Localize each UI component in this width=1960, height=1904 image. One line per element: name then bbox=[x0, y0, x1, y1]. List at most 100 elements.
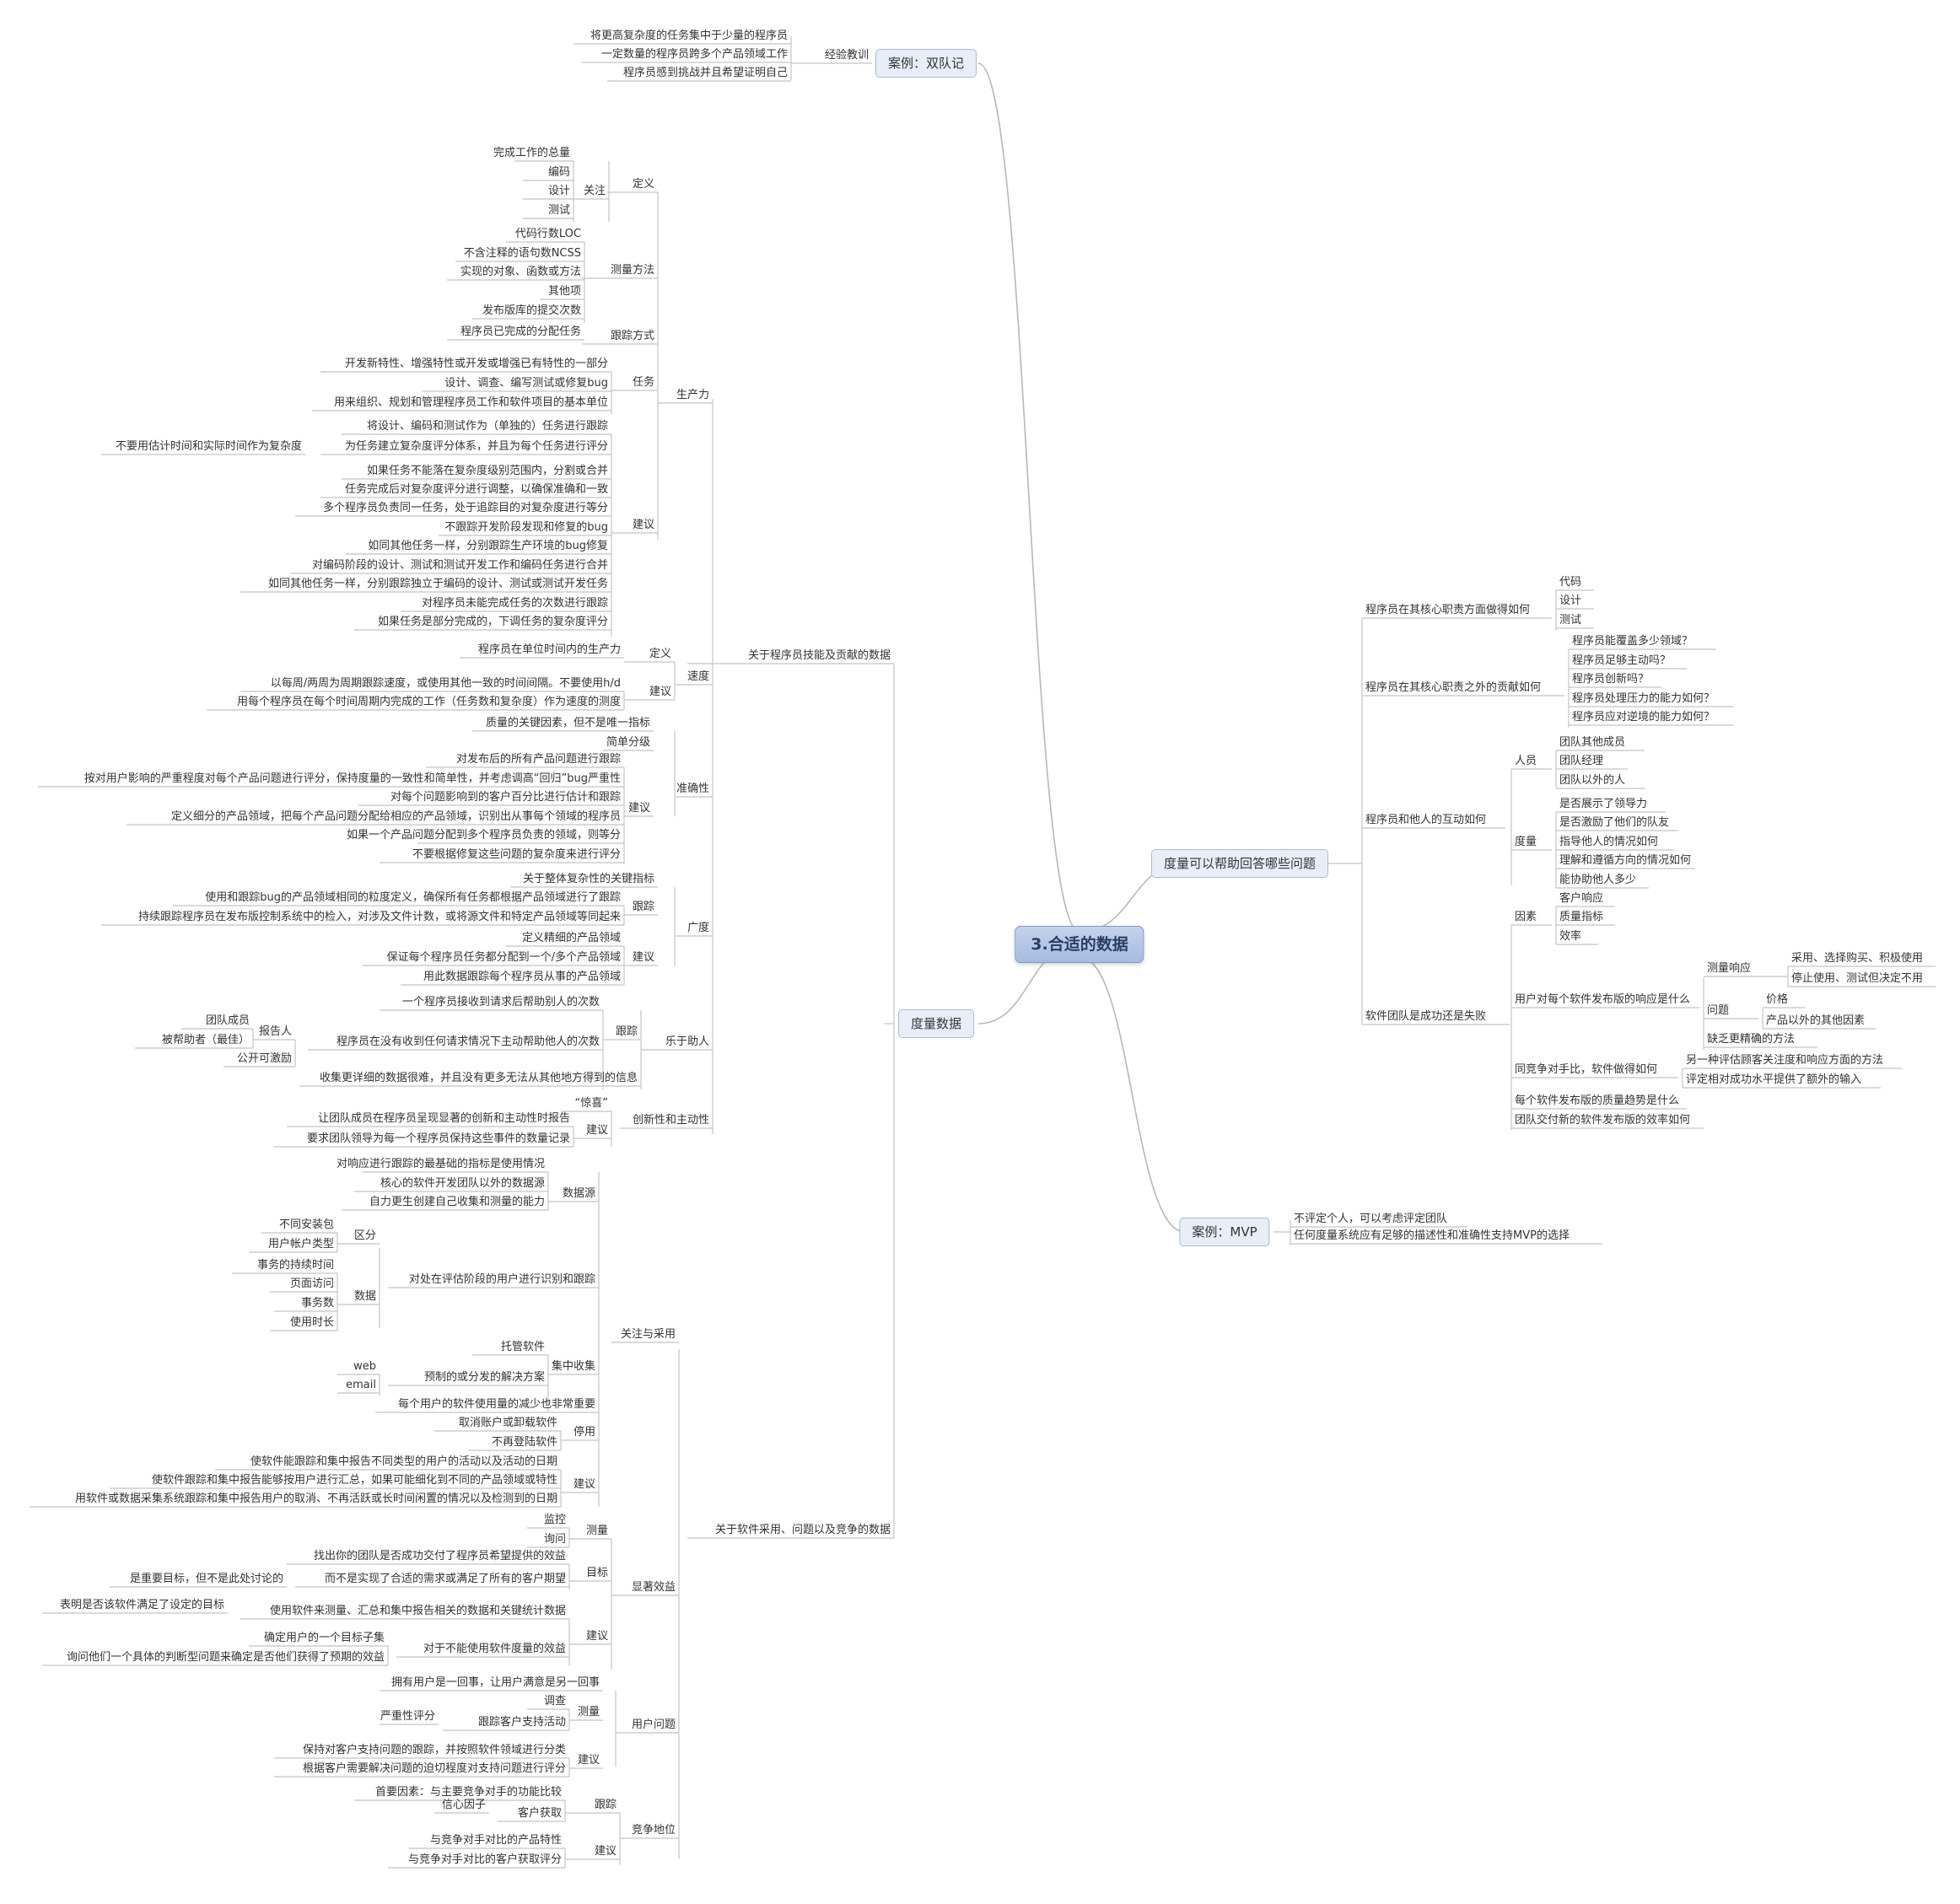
node-label: 是否展示了领导力 bbox=[1559, 798, 1648, 810]
node-label: 如果一个产品问题分配到多个程序员负责的领域，则等分 bbox=[346, 829, 621, 842]
node-label: 不要根据修复这些问题的复杂度来进行评分 bbox=[412, 848, 621, 861]
node-label: 测量响应 bbox=[1707, 962, 1752, 975]
accuracy-node: 准确性 bbox=[676, 783, 709, 795]
node-label: 不同安装包 bbox=[278, 1218, 334, 1231]
node-label: 与竞争对手对比的产品特性 bbox=[429, 1834, 562, 1847]
question-team-success: 软件团队是成功还是失败 bbox=[1365, 1010, 1487, 1023]
node-label: 对处在评估阶段的用户进行识别和跟踪 bbox=[408, 1273, 595, 1286]
node-label: 以每周/两周为周期跟踪速度，或使用其他一致的时间间隔。不要使用h/d bbox=[270, 677, 621, 690]
node-label: 问题 bbox=[1707, 1004, 1730, 1017]
node-label: 是重要目标，但不是此处讨论的 bbox=[129, 1573, 283, 1585]
node-label: 不跟踪开发阶段发现和修复的bug bbox=[444, 521, 608, 534]
node-label: 对每个问题影响到的客户百分比进行估计和跟踪 bbox=[390, 791, 621, 804]
node-label: 建议 bbox=[577, 1754, 600, 1767]
node-label: 团队其他成员 bbox=[1559, 736, 1626, 749]
node-label: 取消账户或卸载软件 bbox=[458, 1417, 557, 1429]
node-label: 测试 bbox=[1559, 614, 1582, 627]
node-label: 按对用户影响的严重程度对每个产品问题进行评分，保持度量的一致性和简单性，并考虑调… bbox=[83, 772, 621, 785]
node-label: 公开可激励 bbox=[236, 1052, 292, 1065]
topic-case-double-team[interactable]: 案例：双队记 bbox=[875, 49, 977, 78]
node-label: 严重性评分 bbox=[380, 1710, 435, 1723]
node-label: 质量的关键因素，但不是唯一指标 bbox=[485, 717, 650, 729]
significant-benefit-node: 显著效益 bbox=[631, 1581, 676, 1594]
node-label: 程序员处理压力的能力如何？ bbox=[1572, 692, 1715, 705]
node-label: 要求团队领导为每一个程序员保持这些事件的数量记录 bbox=[306, 1132, 570, 1145]
node-label: 使用时长 bbox=[289, 1316, 334, 1329]
node-label: 测量方法 bbox=[610, 264, 654, 277]
helping-others-node: 乐于助人 bbox=[665, 1035, 709, 1048]
node-label: 建议 bbox=[585, 1630, 608, 1643]
node-label: 关于整体复杂性的关键指标 bbox=[522, 873, 654, 885]
node-label: 团队以外的人 bbox=[1559, 774, 1626, 787]
question-beyond-core: 程序员在其核心职责之外的贡献如何 bbox=[1365, 681, 1542, 694]
node-label: 不要用估计时间和实际时间作为复杂度 bbox=[115, 440, 302, 453]
node-label: 对编码阶段的设计、测试和测试开发工作和编码任务进行合并 bbox=[311, 559, 608, 572]
topic-case-mvp[interactable]: 案例：MVP bbox=[1179, 1218, 1270, 1246]
node-label: 设计、调查、编写测试或修复bug bbox=[444, 377, 608, 390]
node-label: 如果任务是部分完成的，下调任务的复杂度评分 bbox=[377, 616, 608, 628]
node-label: 用户对每个软件发布版的响应是什么 bbox=[1515, 993, 1691, 1006]
node-label: 简单分级 bbox=[606, 736, 650, 749]
node-label: 集中收集 bbox=[551, 1360, 595, 1373]
node-label: 用此数据跟踪每个程序员从事的产品领域 bbox=[423, 971, 621, 983]
skills-data-branch: 关于程序员技能及贡献的数据 bbox=[747, 649, 891, 662]
node-label: 自力更生创建自己收集和测量的能力 bbox=[369, 1196, 545, 1208]
node-label: 定义 bbox=[632, 178, 654, 191]
node-label: 任务完成后对复杂度评分进行调整，以确保准确和一致 bbox=[344, 483, 608, 496]
node-label: 测量 bbox=[577, 1706, 600, 1718]
node-label: 使软件跟踪和集中报告能够按用户进行汇总，如果可能细化到不同的产品领域或特性 bbox=[151, 1474, 557, 1487]
central-topic[interactable]: 3.合适的数据 bbox=[1015, 926, 1144, 963]
node-label: 每个软件发布版的质量趋势是什么 bbox=[1515, 1095, 1680, 1107]
node-label: 设计 bbox=[547, 185, 570, 197]
node-label: “惊喜” bbox=[574, 1097, 608, 1110]
node-label: 任务 bbox=[632, 376, 654, 389]
node-label: 目标 bbox=[585, 1567, 608, 1579]
node-label: 测试 bbox=[547, 204, 570, 217]
node-label: 客户响应 bbox=[1559, 892, 1604, 905]
node-label: 定义细分的产品领域，把每个产品问题分配给相应的产品领域，识别出从事每个领域的程序… bbox=[170, 810, 621, 823]
breadth-node: 广度 bbox=[687, 922, 709, 934]
node-label: 多个程序员负责同一任务，处于追踪目的对复杂度进行等分 bbox=[322, 502, 608, 514]
node-label: 定义 bbox=[649, 648, 671, 660]
node-label: 采用、选择购买、积极使用 bbox=[1791, 952, 1924, 965]
node-label: 质量指标 bbox=[1559, 911, 1604, 923]
node-label: 程序员在没有收到任何请求情况下主动帮助他人的次数 bbox=[336, 1035, 600, 1048]
node-label: 关注 bbox=[583, 185, 606, 197]
node-label: 程序员已完成的分配任务 bbox=[460, 325, 581, 338]
node-label: 发布版库的提交次数 bbox=[482, 304, 581, 317]
node-label: web bbox=[353, 1360, 376, 1373]
node-label: 报告人 bbox=[258, 1025, 292, 1038]
node-label: 不含注释的语句数NCSS bbox=[463, 247, 581, 260]
node-label: email bbox=[346, 1379, 376, 1391]
node-label: 根据客户需要解决问题的迫切程度对支持问题进行评分 bbox=[302, 1762, 566, 1775]
node-label: 指导他人的情况如何 bbox=[1559, 836, 1659, 848]
node-label: 缺乏更精确的方法 bbox=[1707, 1033, 1796, 1046]
node-label: 用来组织、规划和管理程序员工作和软件项目的基本单位 bbox=[333, 396, 608, 409]
node-label: 代码行数LOC bbox=[514, 228, 581, 240]
node-label: 客户获取 bbox=[517, 1807, 562, 1820]
node-label: 托管软件 bbox=[500, 1341, 545, 1353]
topic-metrics-data[interactable]: 度量数据 bbox=[897, 1009, 975, 1038]
node-label: 询问他们一个具体的判断型问题来确定是否他们获得了预期的效益 bbox=[66, 1651, 385, 1664]
node-label: 程序员在单位时间内的生产力 bbox=[477, 643, 621, 656]
node-label: 使用和跟踪bug的产品领域相同的粒度定义，确保所有任务都根据产品领域进行了跟踪 bbox=[205, 891, 621, 904]
node-label: 为任务建立复杂度评分体系，并且为每个任务进行评分 bbox=[344, 440, 608, 453]
node-label: 跟踪方式 bbox=[610, 330, 654, 342]
adoption-data-branch: 关于软件采用、问题以及竞争的数据 bbox=[714, 1524, 891, 1536]
node-label: 理解和遵循方向的情况如何 bbox=[1559, 854, 1692, 867]
node-label: 对响应进行跟踪的最基础的指标是使用情况 bbox=[336, 1158, 545, 1170]
topic-questions-answered[interactable]: 度量可以帮助回答哪些问题 bbox=[1150, 849, 1329, 878]
node-label: 建议 bbox=[632, 951, 654, 964]
node-label: 数据 bbox=[353, 1290, 376, 1303]
node-label: 测量 bbox=[585, 1525, 608, 1537]
node-label: 产品以外的其他因素 bbox=[1766, 1014, 1866, 1027]
node-label: 页面访问 bbox=[289, 1277, 334, 1290]
node-label: 建议 bbox=[632, 519, 654, 531]
node-label: 调查 bbox=[543, 1695, 566, 1708]
node-label: 完成工作的总量 bbox=[493, 147, 570, 159]
node-label: 另一种评估顾客关注度和响应方面的方法 bbox=[1686, 1054, 1884, 1067]
node-label: 跟踪客户支持活动 bbox=[477, 1716, 566, 1729]
node-label: 跟踪 bbox=[632, 901, 654, 913]
node-label: 编码 bbox=[547, 166, 570, 179]
node-label: 程序员感到挑战并且希望证明自己 bbox=[622, 67, 788, 79]
